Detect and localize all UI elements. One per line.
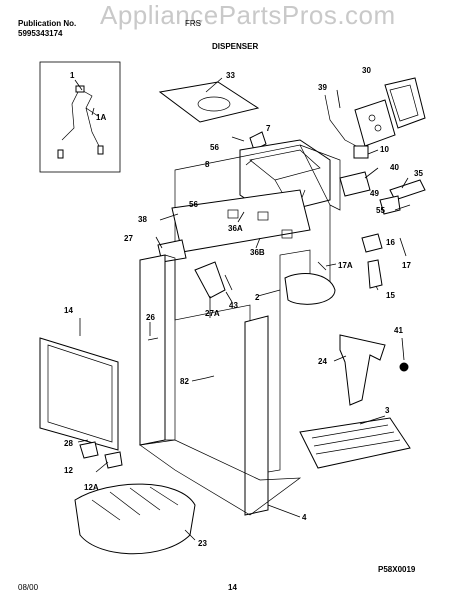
screws [147,337,215,379]
publication-number: 5995343174 [18,29,63,38]
callout-1a: 1A [96,113,106,122]
part-24-arm [339,334,409,406]
callout-56-top: 56 [210,143,219,152]
callout-82: 82 [180,377,189,386]
callout-10: 10 [380,145,389,154]
part-30-housing [324,77,426,159]
callout-17a: 17A [338,261,353,270]
dispenser-housing [174,144,341,476]
watermark: AppliancePartsPros.com [100,0,396,30]
wire-harness-inset [39,61,121,173]
callout-16: 16 [386,238,395,247]
callout-12: 12 [64,466,73,475]
footer-page: 14 [228,583,237,592]
callout-30: 30 [362,66,371,75]
callout-12a: 12A [84,483,99,492]
callout-38: 38 [138,215,147,224]
part-3-heater [299,417,411,469]
leader-lines [74,77,409,541]
callout-28: 28 [64,439,73,448]
part-27a-lever [194,261,233,299]
callout-27a: 27A [205,309,220,318]
callout-39: 39 [318,83,327,92]
callout-14: 14 [64,306,73,315]
part-12-hinge [79,441,123,469]
callout-1: 1 [70,71,75,80]
part-33-cover [158,81,260,123]
callout-8: 8 [205,160,210,169]
footer-date: 08/00 [18,583,39,592]
callout-23: 23 [198,539,207,548]
part-2-tray [284,273,336,305]
callout-33: 33 [226,71,235,80]
part-38-panel [171,189,311,253]
callout-17: 17 [402,261,411,270]
part-40-solenoid [339,171,426,215]
part-16-fitting [317,233,407,289]
callout-7: 7 [266,124,271,133]
part-14-frame [39,337,119,451]
callout-55: 55 [376,206,385,215]
callout-43: 43 [229,301,238,310]
part-23-grille [74,483,196,555]
callout-2: 2 [255,293,260,302]
callout-36a: 36A [228,224,243,233]
part-4-panel [244,315,269,516]
callout-36b: 36B [250,248,265,257]
callout-49: 49 [370,189,379,198]
callout-15: 15 [386,291,395,300]
diagram-code: P58X0019 [378,565,416,574]
part-7-bracket [231,131,267,151]
callout-27: 27 [124,234,133,243]
housing-base [139,439,302,516]
callout-3: 3 [385,406,390,415]
callout-26: 26 [146,313,155,322]
model-number: FRS [185,19,201,28]
section-title: DISPENSER [212,42,259,51]
callout-4: 4 [302,513,307,522]
callout-40: 40 [390,163,399,172]
callout-56-mid: 56 [189,200,198,209]
publication-label: Publication No. [18,19,77,28]
callout-24: 24 [318,357,327,366]
left-side-panel [139,254,176,446]
callout-35: 35 [414,169,423,178]
callout-41: 41 [394,326,403,335]
